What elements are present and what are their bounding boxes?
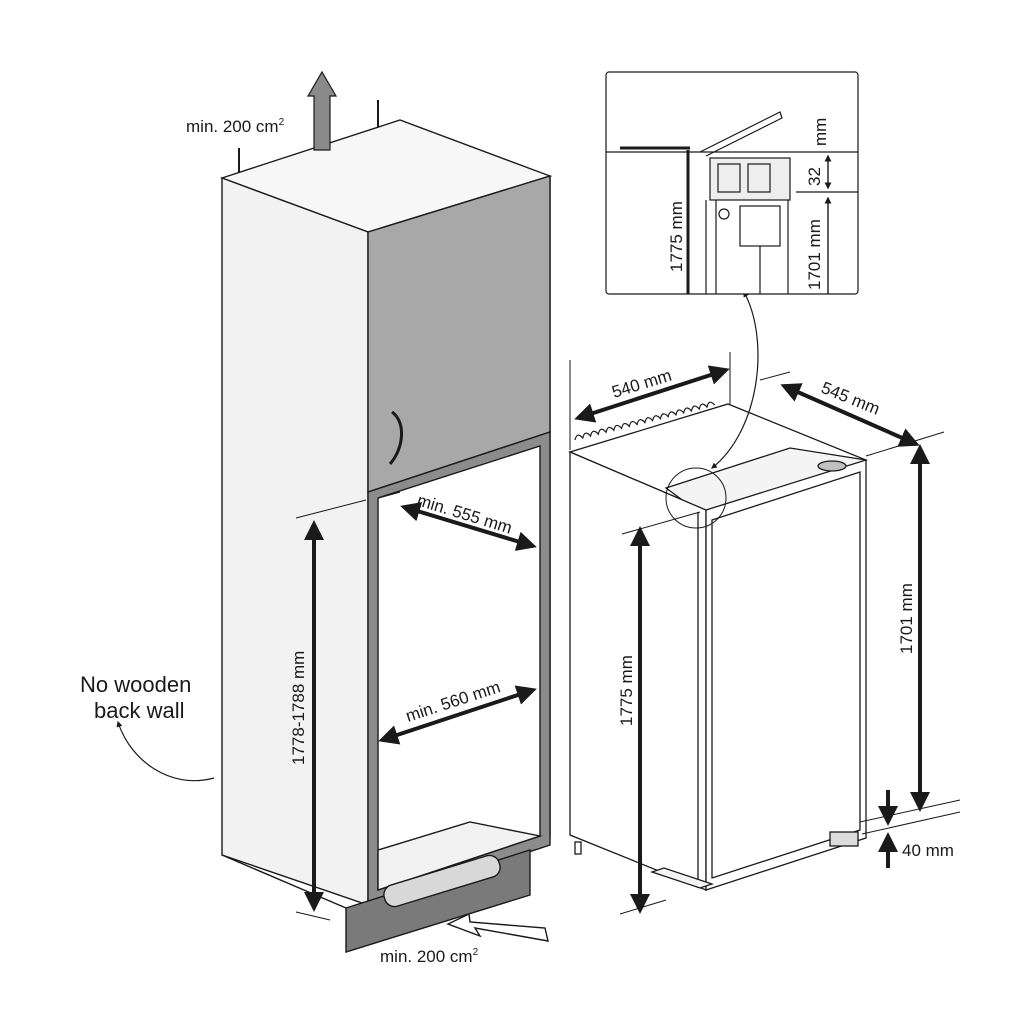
detail-gap-unit: mm bbox=[811, 118, 830, 146]
appliance-dimensions bbox=[574, 365, 930, 914]
appliance-drawing bbox=[568, 403, 868, 891]
bottom-vent-label: min. 200 cm2 bbox=[380, 947, 479, 966]
appliance-depth-label: 545 mm bbox=[819, 378, 883, 419]
detail-connector bbox=[711, 290, 759, 469]
appliance-body-height-label: 1701 mm bbox=[897, 583, 916, 654]
detail-view: 1775 mm 1701 mm 32 mm bbox=[605, 71, 859, 295]
appliance-height-label: 1775 mm bbox=[617, 655, 636, 726]
note-pointer bbox=[116, 720, 215, 782]
vent-arrow-up bbox=[306, 70, 338, 151]
detail-height-label: 1775 mm bbox=[667, 201, 686, 272]
cabinet-drawing bbox=[219, 100, 553, 953]
bottom-gap-label: 40 mm bbox=[902, 841, 954, 860]
back-wall-note-line1: No wooden bbox=[80, 672, 191, 697]
back-wall-note-line2: back wall bbox=[94, 698, 184, 723]
cabinet-dimensions bbox=[304, 502, 537, 912]
door-handle bbox=[388, 410, 404, 465]
top-vent-label: min. 200 cm2 bbox=[186, 117, 285, 136]
detail-gap-value: 32 bbox=[805, 167, 824, 186]
niche-height-label: 1778-1788 mm bbox=[289, 651, 308, 765]
detail-body-height-label: 1701 mm bbox=[805, 219, 824, 290]
vent-arrow-in bbox=[446, 912, 549, 942]
